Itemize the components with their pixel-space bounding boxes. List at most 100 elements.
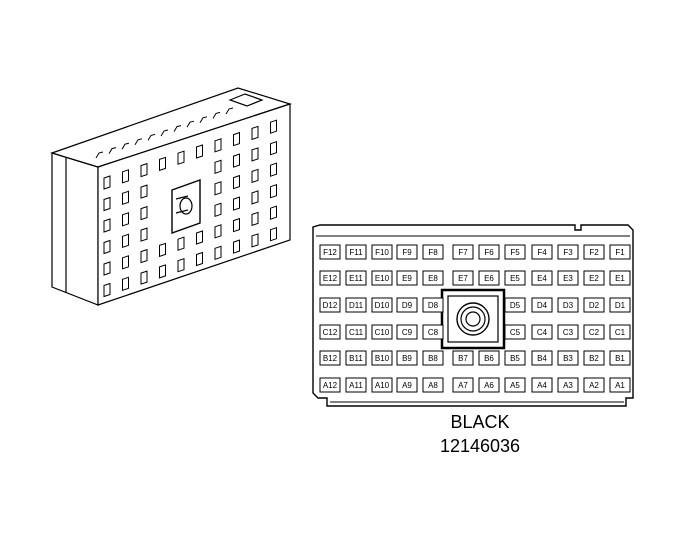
iso-cavity bbox=[233, 196, 240, 211]
iso-cavity bbox=[196, 144, 203, 159]
pin-cavity-d5: D5 bbox=[504, 297, 526, 313]
iso-cavity bbox=[140, 248, 148, 264]
pin-label: C2 bbox=[589, 328, 600, 337]
pin-label: B12 bbox=[323, 354, 338, 363]
pin-label: A8 bbox=[428, 381, 438, 390]
pin-label: C5 bbox=[510, 328, 521, 337]
pin-label: F3 bbox=[563, 248, 573, 257]
iso-cavity bbox=[233, 131, 240, 147]
iso-rib bbox=[147, 133, 156, 141]
pin-label: A10 bbox=[375, 381, 390, 390]
pin-label: F9 bbox=[402, 248, 412, 257]
pin-label: E5 bbox=[510, 274, 520, 283]
iso-cavity bbox=[140, 162, 148, 178]
pin-label: A3 bbox=[563, 381, 573, 390]
pin-label: D9 bbox=[402, 301, 413, 310]
iso-rib bbox=[173, 125, 182, 132]
iso-cavity bbox=[103, 261, 111, 276]
pin-cavity-a4: A4 bbox=[531, 377, 553, 393]
pin-label: F4 bbox=[537, 248, 547, 257]
pin-label: D5 bbox=[510, 301, 521, 310]
iso-cavity bbox=[251, 125, 259, 141]
pin-label: A6 bbox=[484, 381, 494, 390]
iso-cavity bbox=[233, 174, 240, 190]
pin-label: D1 bbox=[615, 301, 626, 310]
pin-cavity-c11: C11 bbox=[345, 324, 367, 340]
pin-cavity-a10: A10 bbox=[371, 377, 393, 393]
pin-label: B7 bbox=[458, 354, 468, 363]
pin-label: D2 bbox=[589, 301, 600, 310]
connector-color-label: BLACK bbox=[450, 412, 510, 432]
iso-cavity bbox=[270, 184, 277, 199]
pin-label: F6 bbox=[484, 248, 494, 257]
iso-cavity bbox=[251, 233, 259, 248]
connector-isometric-view bbox=[50, 87, 292, 306]
pin-cavity-f2: F2 bbox=[583, 244, 605, 260]
pin-cavity-a6: A6 bbox=[478, 377, 500, 393]
pin-label: D3 bbox=[563, 301, 574, 310]
pin-label: E1 bbox=[615, 274, 625, 283]
pin-cavity-d8: D8 bbox=[422, 297, 444, 313]
pin-cavity-a8: A8 bbox=[422, 377, 444, 393]
iso-cavity bbox=[196, 230, 203, 245]
pin-label: B9 bbox=[402, 354, 412, 363]
iso-cavity bbox=[270, 141, 277, 156]
iso-cavity bbox=[214, 159, 222, 174]
iso-cavity bbox=[214, 138, 222, 153]
pin-cavity-c2: C2 bbox=[583, 324, 605, 340]
pin-cavity-a5: A5 bbox=[504, 377, 526, 393]
pin-label: F12 bbox=[323, 248, 337, 257]
pin-label: B5 bbox=[510, 354, 520, 363]
iso-cavity bbox=[140, 270, 148, 285]
pin-cavity-b12: B12 bbox=[319, 350, 341, 366]
iso-cavity bbox=[251, 190, 259, 205]
pin-cavity-b9: B9 bbox=[396, 350, 418, 366]
pin-label: B11 bbox=[349, 354, 363, 363]
pin-cavity-b5: B5 bbox=[504, 350, 526, 366]
iso-cavity bbox=[270, 119, 277, 134]
pin-cavity-e12: E12 bbox=[319, 270, 341, 286]
pin-cavity-a2: A2 bbox=[583, 377, 605, 393]
pin-cavity-c12: C12 bbox=[319, 324, 341, 340]
pin-cavity-b3: B3 bbox=[557, 350, 579, 366]
pin-cavity-b8: B8 bbox=[422, 350, 444, 366]
iso-cavity bbox=[177, 258, 185, 273]
pin-label: E9 bbox=[402, 274, 412, 283]
iso-cavity bbox=[103, 196, 111, 212]
pin-cavity-d11: D11 bbox=[345, 297, 367, 313]
iso-cavity bbox=[140, 184, 148, 199]
pin-label: C9 bbox=[402, 328, 413, 337]
iso-cavity bbox=[122, 276, 129, 291]
pin-label: E8 bbox=[428, 274, 438, 283]
pin-label: F7 bbox=[458, 248, 468, 257]
iso-cavity bbox=[251, 168, 259, 184]
pin-label: A5 bbox=[510, 381, 520, 390]
pin-cavity-e1: E1 bbox=[609, 270, 631, 286]
pin-cavity-e7: E7 bbox=[452, 270, 474, 286]
pin-cavity-f6: F6 bbox=[478, 244, 500, 260]
iso-rib bbox=[225, 107, 234, 115]
pin-cavity-f9: F9 bbox=[396, 244, 418, 260]
iso-cavity bbox=[270, 162, 277, 177]
iso-cavity bbox=[122, 233, 129, 248]
pin-label: B6 bbox=[484, 354, 494, 363]
pin-cavity-e2: E2 bbox=[583, 270, 605, 286]
pin-cavity-e9: E9 bbox=[396, 270, 418, 286]
iso-cavity bbox=[159, 264, 166, 279]
iso-rib bbox=[121, 142, 130, 150]
pin-label: B4 bbox=[537, 354, 547, 363]
iso-cavity bbox=[251, 211, 259, 227]
pin-label: D11 bbox=[349, 301, 364, 310]
pin-label: F10 bbox=[375, 248, 389, 257]
iso-cavity bbox=[103, 282, 111, 298]
pin-cavity-f12: F12 bbox=[319, 244, 341, 260]
iso-rib bbox=[199, 116, 208, 124]
pin-cavity-f4: F4 bbox=[531, 244, 553, 260]
pin-label: F2 bbox=[589, 248, 599, 257]
pin-cavity-c8: C8 bbox=[422, 324, 444, 340]
pin-label: D12 bbox=[323, 301, 338, 310]
iso-cavity bbox=[103, 175, 111, 190]
pin-label: C12 bbox=[323, 328, 338, 337]
pin-cavity-b11: B11 bbox=[345, 350, 367, 366]
pin-label: A1 bbox=[615, 381, 625, 390]
